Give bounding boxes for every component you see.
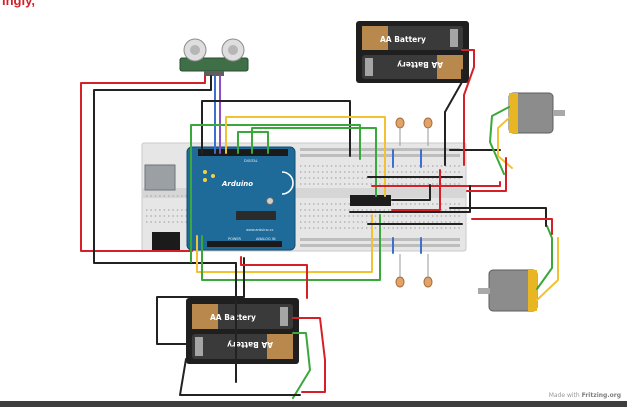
arduino-url: www.arduino.cc	[246, 228, 274, 232]
dc-motor-bottom	[478, 269, 538, 312]
arduino-analog-label: ANALOG IN	[256, 237, 276, 241]
fritzing-credit: Made with Fritzing.org	[549, 392, 621, 399]
arduino-power-label: POWER	[228, 237, 242, 241]
motor-driver-chip	[350, 195, 391, 206]
battery-top-label-a: AA Battery	[380, 35, 426, 44]
battery-pack-top: AA Battery AA Battery	[356, 21, 469, 83]
credit-brand: Fritzing.org	[581, 392, 621, 399]
battery-top-label-b: AA Battery	[397, 60, 443, 69]
ultrasonic-sensor	[179, 38, 249, 76]
bottom-bar	[0, 401, 627, 407]
arduino-brand: Arduino	[221, 180, 253, 188]
arduino-board: Arduino www.arduino.cc POWER ANALOG IN D…	[144, 146, 296, 251]
battery-bottom-label-a: AA Battery	[210, 313, 256, 322]
battery-pack-bottom: AA Battery AA Battery	[186, 298, 299, 364]
credit-prefix: Made with	[548, 392, 580, 399]
header-title-fragment: ingly,	[2, 0, 35, 8]
battery-bottom-label-b: AA Battery	[227, 340, 273, 349]
capacitors	[395, 117, 433, 288]
dc-motor-top	[508, 92, 565, 134]
arduino-digital-label: DIGITAL	[244, 159, 258, 163]
